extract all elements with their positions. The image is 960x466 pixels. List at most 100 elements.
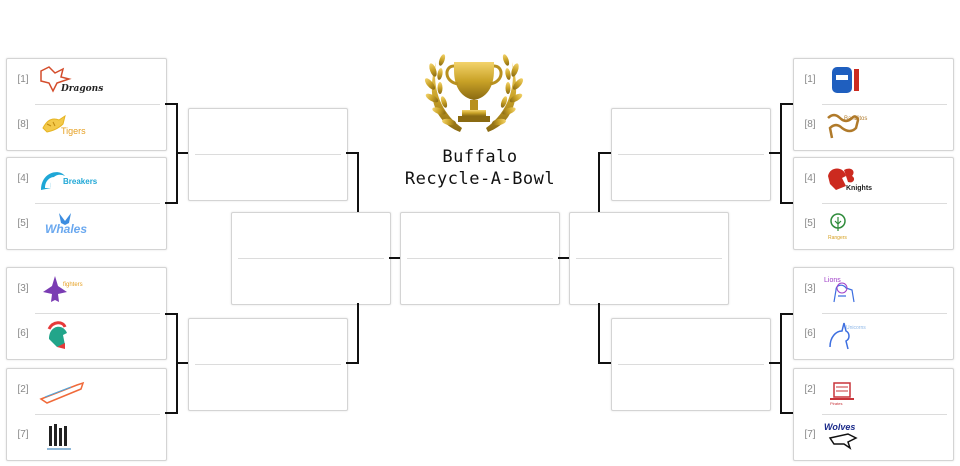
- bracket-connector: [599, 362, 611, 364]
- svg-text:fighters: fighters: [63, 282, 83, 288]
- lions-logo-icon: Lions: [822, 272, 894, 308]
- team-slot[interactable]: [4] Knights: [794, 158, 953, 203]
- match-box-left-4[interactable]: [2] [7]: [6, 368, 167, 461]
- team-slot[interactable]: [1]: [794, 59, 953, 104]
- seed-label: [7]: [804, 429, 816, 440]
- bracket-connector: [176, 152, 188, 154]
- team-slot[interactable]: [3] Lions: [794, 268, 953, 313]
- team-slot[interactable]: [2]: [7, 369, 166, 414]
- seed-label: [5]: [17, 218, 29, 229]
- seed-label: [4]: [804, 173, 816, 184]
- match-box-left-semi[interactable]: [231, 212, 391, 305]
- seed-label: [3]: [17, 283, 29, 294]
- bracket-connector: [165, 412, 177, 414]
- team-slot[interactable]: [8] Banditos: [794, 104, 953, 149]
- match-box-final[interactable]: [400, 212, 560, 305]
- seed-label: [2]: [804, 384, 816, 395]
- match-box-right-qf-1[interactable]: [611, 108, 771, 201]
- match-box-right-4[interactable]: [2] Pirates [7] Wolves: [793, 368, 954, 461]
- match-box-left-qf-2[interactable]: [188, 318, 348, 411]
- seed-label: [6]: [17, 328, 29, 339]
- bracket-connector: [780, 103, 782, 204]
- match-box-right-1[interactable]: [1] [8] Banditos: [793, 58, 954, 151]
- bracket-connector: [781, 412, 793, 414]
- seed-label: [8]: [804, 119, 816, 130]
- svg-text:Knights: Knights: [846, 185, 872, 192]
- svg-text:Lions: Lions: [824, 277, 841, 284]
- svg-text:Unicorns: Unicorns: [846, 325, 866, 331]
- bracket-connector: [558, 257, 569, 259]
- team-slot[interactable]: [5] Whales: [7, 203, 166, 248]
- match-box-right-semi[interactable]: [569, 212, 729, 305]
- seed-label: [5]: [804, 218, 816, 229]
- team-slot[interactable]: [1] Dragons: [7, 59, 166, 104]
- fighters-logo-icon: fighters: [35, 272, 107, 308]
- bracket-connector: [357, 303, 359, 364]
- dragons-logo-icon: Dragons: [35, 63, 107, 99]
- match-box-left-1[interactable]: [1] Dragons [8] Tigers: [6, 58, 167, 151]
- rangers-logo-icon: Rangers: [822, 207, 894, 243]
- svg-text:Rangers: Rangers: [828, 235, 847, 241]
- pirates-logo-icon: Pirates: [822, 373, 894, 409]
- match-box-right-3[interactable]: [3] Lions [6] Unicorns: [793, 267, 954, 360]
- team-slot[interactable]: [6] Unicorns: [794, 313, 953, 358]
- page-title: Buffalo Recycle-A-Bowl: [380, 146, 580, 190]
- banditos-logo-icon: Banditos: [822, 108, 894, 144]
- seed-label: [3]: [804, 283, 816, 294]
- seed-label: [1]: [804, 74, 816, 85]
- knights-logo-icon: Knights: [822, 162, 894, 198]
- team-slot[interactable]: [4] Breakers: [7, 158, 166, 203]
- whales-logo-icon: Whales: [35, 207, 107, 243]
- seed-label: [8]: [17, 119, 29, 130]
- svg-text:Breakers: Breakers: [63, 177, 98, 186]
- bracket-connector: [781, 103, 793, 105]
- seed-label: [4]: [17, 173, 29, 184]
- svg-text:Banditos: Banditos: [844, 116, 867, 122]
- rockets-logo-icon: [35, 373, 107, 409]
- seed-label: [7]: [17, 429, 29, 440]
- bracket-connector: [599, 152, 611, 154]
- skyline-logo-icon: [35, 418, 107, 454]
- match-box-left-qf-1[interactable]: [188, 108, 348, 201]
- svg-text:Wolves: Wolves: [824, 422, 855, 432]
- bracket-connector: [176, 362, 188, 364]
- team-slot[interactable]: [6]: [7, 313, 166, 358]
- heroes-logo-icon: [822, 63, 894, 99]
- bracket-connector: [769, 362, 781, 364]
- bracket-connector: [389, 257, 400, 259]
- match-box-right-qf-2[interactable]: [611, 318, 771, 411]
- team-slot[interactable]: [2] Pirates: [794, 369, 953, 414]
- wolves-logo-icon: Wolves: [822, 418, 894, 454]
- bracket-connector: [165, 202, 177, 204]
- match-box-right-2[interactable]: [4] Knights [5] Rangers: [793, 157, 954, 250]
- team-slot[interactable]: [5] Rangers: [794, 203, 953, 248]
- team-slot[interactable]: [7]: [7, 414, 166, 459]
- bracket-connector: [781, 202, 793, 204]
- match-box-left-3[interactable]: [3] fighters [6]: [6, 267, 167, 360]
- svg-text:Whales: Whales: [45, 222, 87, 236]
- bracket-connector: [165, 103, 177, 105]
- spartans-logo-icon: [35, 317, 107, 353]
- bracket-connector: [346, 362, 358, 364]
- match-box-left-2[interactable]: [4] Breakers [5] Whales: [6, 157, 167, 250]
- breakers-logo-icon: Breakers: [35, 162, 107, 198]
- bracket-connector: [165, 313, 177, 315]
- bracket-connector: [780, 313, 782, 414]
- svg-text:Pirates: Pirates: [830, 401, 842, 406]
- title-line-2: Recycle-A-Bowl: [404, 169, 556, 189]
- team-slot[interactable]: [8] Tigers: [7, 104, 166, 149]
- team-slot[interactable]: [3] fighters: [7, 268, 166, 313]
- bracket-connector: [769, 152, 781, 154]
- title-line-1: Buffalo: [442, 147, 518, 167]
- team-slot[interactable]: [7] Wolves: [794, 414, 953, 459]
- bracket-connector: [346, 152, 358, 154]
- bracket-connector: [357, 152, 359, 212]
- seed-label: [6]: [804, 328, 816, 339]
- trophy-icon: [420, 40, 528, 140]
- bracket-connector: [598, 152, 600, 212]
- bracket-connector: [598, 303, 600, 364]
- tigers-logo-icon: Tigers: [35, 108, 107, 144]
- svg-text:Dragons: Dragons: [60, 84, 103, 94]
- seed-label: [1]: [17, 74, 29, 85]
- svg-text:Tigers: Tigers: [61, 126, 86, 136]
